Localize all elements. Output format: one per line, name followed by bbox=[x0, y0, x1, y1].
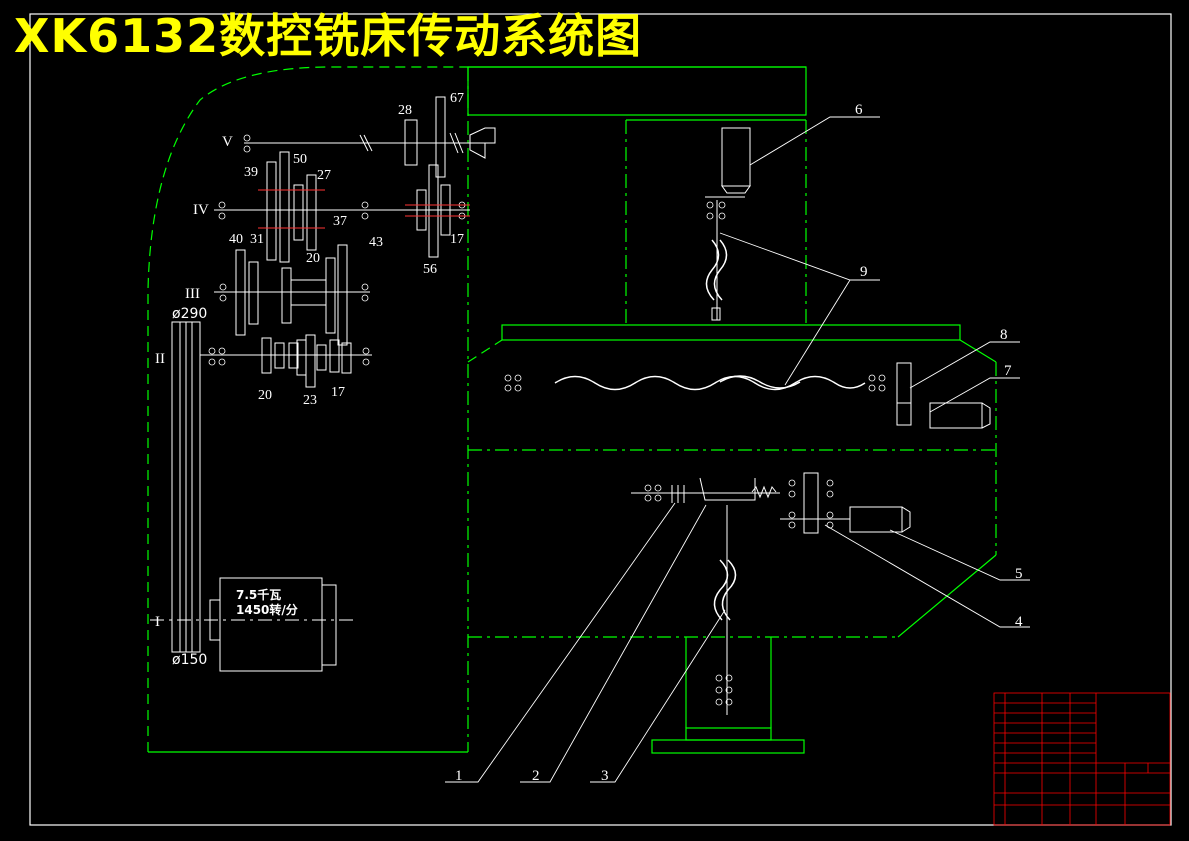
motor-speed: 1450转/分 bbox=[236, 602, 298, 617]
gear-39: 39 bbox=[244, 165, 258, 180]
callout-3: 3 bbox=[601, 768, 609, 784]
gear-20b: 20 bbox=[258, 388, 272, 403]
gear-17a: 17 bbox=[450, 232, 464, 247]
gear-17b: 17 bbox=[331, 385, 345, 400]
callout-4: 4 bbox=[1015, 614, 1023, 630]
gear-28: 28 bbox=[398, 103, 412, 118]
motor-power: 7.5千瓦 bbox=[236, 587, 281, 602]
gear-67: 67 bbox=[450, 91, 464, 106]
gear-40: 40 bbox=[229, 232, 243, 247]
callout-9: 9 bbox=[860, 264, 868, 280]
shaft-label-i: I bbox=[155, 614, 160, 630]
machine-housing bbox=[147, 66, 997, 754]
gear-27: 27 bbox=[317, 168, 331, 183]
gear-43: 43 bbox=[369, 235, 383, 250]
shaft-label-v: V bbox=[222, 134, 233, 150]
callout-5: 5 bbox=[1015, 566, 1023, 582]
mechanism bbox=[150, 96, 991, 715]
gear-20a: 20 bbox=[306, 251, 320, 266]
callout-2: 2 bbox=[532, 768, 540, 784]
gear-56: 56 bbox=[423, 262, 437, 277]
callout-7: 7 bbox=[1004, 363, 1012, 379]
pulley-150: ø150 bbox=[172, 652, 207, 668]
callout-1: 1 bbox=[455, 768, 463, 784]
leader-lines bbox=[445, 116, 1030, 783]
shaft-label-ii: II bbox=[155, 351, 165, 367]
gear-50: 50 bbox=[293, 152, 307, 167]
pulley-290: ø290 bbox=[172, 306, 207, 322]
gear-37: 37 bbox=[333, 214, 347, 229]
drawing-title: XK6132数控铣床传动系统图 bbox=[14, 9, 643, 63]
gear-31: 31 bbox=[250, 232, 264, 247]
gear-labels: 28 67 39 50 27 37 40 31 20 43 17 56 20 2… bbox=[229, 91, 464, 408]
title-block bbox=[993, 692, 1171, 826]
gear-23: 23 bbox=[303, 393, 317, 408]
callout-labels: 1 2 3 4 5 6 7 8 9 bbox=[455, 102, 1023, 784]
mesh-marks bbox=[258, 189, 470, 229]
shaft-label-iii: III bbox=[185, 286, 200, 302]
drawing-frame bbox=[29, 13, 1172, 826]
bearing-symbols bbox=[208, 134, 886, 706]
callout-8: 8 bbox=[1000, 327, 1008, 343]
shaft-label-iv: IV bbox=[193, 202, 209, 218]
callout-6: 6 bbox=[855, 102, 863, 118]
